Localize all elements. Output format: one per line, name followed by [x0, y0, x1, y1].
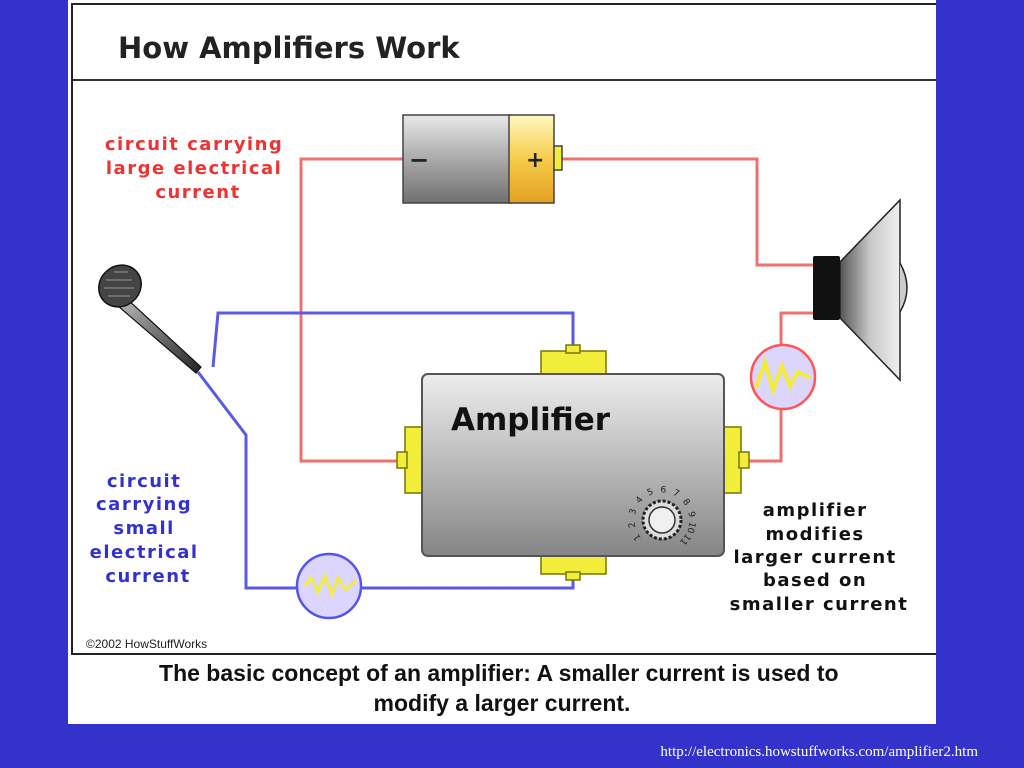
dial-number: 1	[632, 532, 643, 542]
diagram-frame	[71, 3, 936, 655]
dial-number: 2	[627, 521, 638, 528]
large-circuit-label: circuit carrying large electrical curren…	[105, 134, 291, 203]
input-signal-meter	[295, 552, 363, 620]
dial-number: 9	[685, 511, 696, 519]
dial-number: 6	[660, 485, 666, 495]
small-circuit-label-line: circuit	[107, 471, 181, 492]
dial-number: 4	[634, 495, 645, 506]
large-circuit-label-line: large electrical	[106, 158, 282, 179]
small-circuit-label-line: current	[105, 566, 190, 587]
small-current-circuit	[196, 311, 575, 590]
amplifier-diagram: How Amplifiers Work − +	[71, 3, 936, 716]
dial-number: 3	[628, 508, 639, 516]
small-circuit-label-line: carrying	[96, 494, 192, 515]
amplifier-modifies-line: modifies	[766, 524, 865, 545]
amplifier-modifies-label: amplifier modifies larger current based …	[730, 500, 909, 615]
battery: − +	[402, 114, 563, 204]
large-circuit-label-line: circuit carrying	[105, 134, 283, 155]
source-url[interactable]: http://electronics.howstuffworks.com/amp…	[660, 744, 978, 760]
dial-number: 7	[671, 488, 681, 500]
battery-plus-sign: +	[526, 148, 544, 173]
dial-number: 10	[684, 521, 697, 535]
speaker	[813, 198, 908, 382]
amplifier-label: Amplifier	[451, 402, 611, 438]
small-circuit-label-line: electrical	[90, 542, 199, 563]
amplifier-modifies-line: based on	[763, 570, 867, 591]
copyright-notice: ©2002 HowStuffWorks	[86, 637, 207, 651]
battery-minus-sign: −	[409, 146, 429, 174]
microphone	[98, 264, 202, 374]
amplifier-modifies-line: larger current	[733, 547, 896, 568]
small-circuit-label: circuit carrying small electrical curren…	[90, 471, 207, 587]
amplifier-modifies-line: smaller current	[730, 594, 909, 615]
diagram-title: How Amplifiers Work	[118, 31, 460, 65]
caption-line: modify a larger current.	[374, 690, 631, 716]
slide-panel: How Amplifiers Work − +	[68, 0, 936, 724]
amplifier-modifies-line: amplifier	[763, 500, 868, 521]
output-signal-meter	[749, 343, 817, 411]
large-circuit-label-line: current	[155, 182, 240, 203]
dial-number: 8	[680, 497, 692, 508]
small-circuit-label-line: small	[113, 518, 174, 539]
caption: The basic concept of an amplifier: A sma…	[159, 660, 845, 716]
dial-number: 5	[646, 487, 655, 498]
caption-line: The basic concept of an amplifier: A sma…	[159, 660, 839, 686]
